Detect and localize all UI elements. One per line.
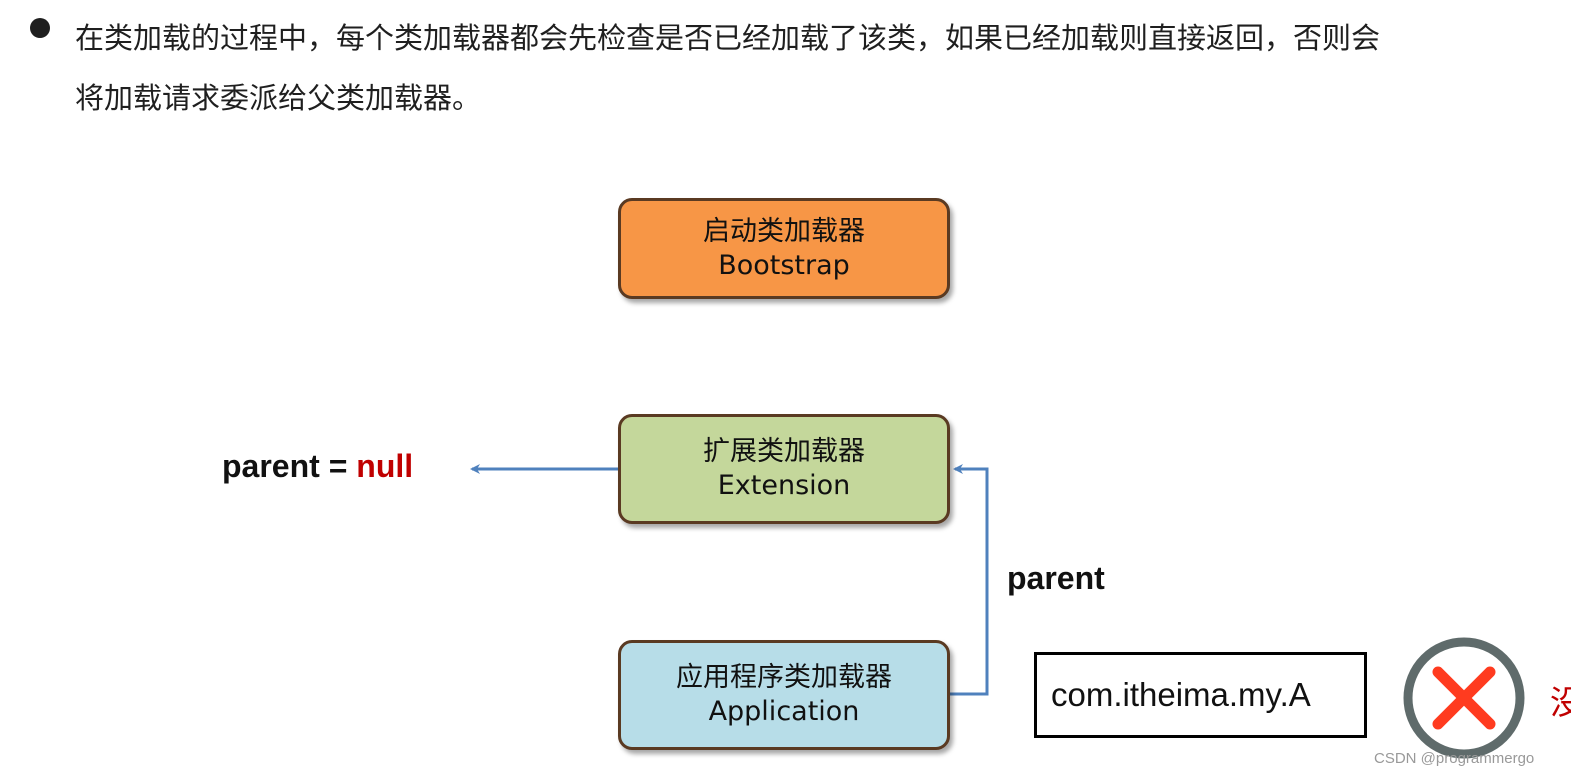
bootstrap-loader-box: 启动类加载器 Bootstrap xyxy=(618,198,950,299)
parent-label: parent xyxy=(1007,560,1105,596)
extension-name-cn: 扩展类加载器 xyxy=(703,436,865,467)
description-paragraph: 在类加载的过程中，每个类加载器都会先检查是否已经加载了该类，如果已经加载则直接返… xyxy=(75,8,1571,128)
extension-loader-box: 扩展类加载器 Extension xyxy=(618,414,950,524)
class-name-box: com.itheima.my.A xyxy=(1034,652,1367,738)
description-line-2: 将加载请求委派给父类加载器。 xyxy=(75,81,482,115)
extension-name-en: Extension xyxy=(717,470,851,501)
parent-eq-text: parent = xyxy=(222,448,357,484)
application-name-cn: 应用程序类加载器 xyxy=(676,662,892,693)
description-line-1: 在类加载的过程中，每个类加载器都会先检查是否已经加载了该类，如果已经加载则直接返… xyxy=(75,21,1381,55)
parent-null-label: parent = null xyxy=(222,448,413,485)
bullet-dot xyxy=(30,18,50,38)
bootstrap-name-en: Bootstrap xyxy=(718,249,850,281)
parent-arrow xyxy=(950,464,989,696)
partial-red-text: 没 xyxy=(1550,683,1571,722)
watermark: CSDN @programmergo xyxy=(1374,750,1535,767)
application-name-en: Application xyxy=(708,696,860,727)
class-name-text: com.itheima.my.A xyxy=(1051,676,1311,713)
cross-icon xyxy=(1403,637,1525,759)
bootstrap-name-cn: 启动类加载器 xyxy=(703,215,865,247)
null-text: null xyxy=(356,448,414,484)
application-loader-box: 应用程序类加载器 Application xyxy=(618,640,950,750)
